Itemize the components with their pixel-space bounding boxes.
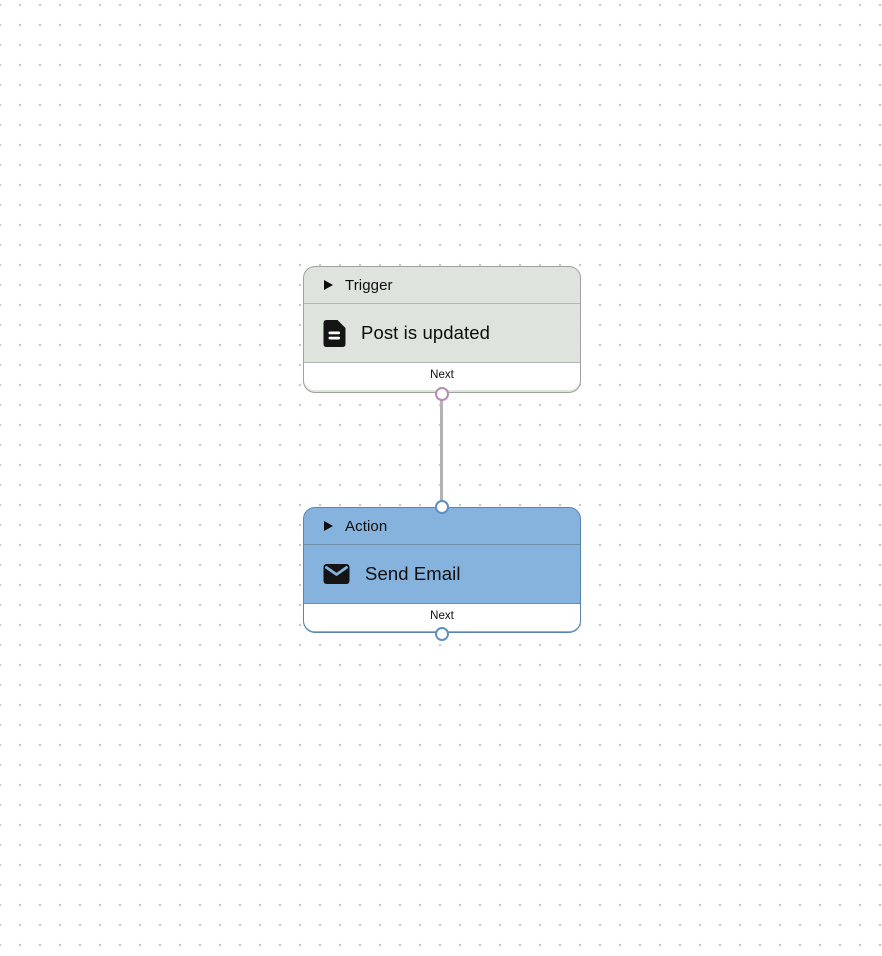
trigger-node-header[interactable]: Trigger [304, 267, 580, 304]
document-icon [323, 319, 346, 347]
next-label: Next [430, 610, 454, 622]
action-output-port[interactable] [435, 626, 449, 641]
node-type-label: Trigger [345, 276, 393, 294]
connection-edge[interactable] [440, 392, 443, 508]
collapse-triangle-icon[interactable] [324, 521, 333, 531]
node-type-label: Action [345, 517, 388, 535]
email-icon [323, 564, 350, 584]
next-label: Next [430, 369, 454, 381]
trigger-node-footer: Next [304, 363, 580, 390]
trigger-node-body[interactable]: Post is updated [304, 304, 580, 363]
node-title: Send Email [365, 563, 461, 584]
collapse-triangle-icon[interactable] [324, 280, 333, 290]
action-node-body[interactable]: Send Email [304, 545, 580, 604]
action-input-port[interactable] [435, 499, 449, 514]
action-node[interactable]: Action Send Email Next [303, 499, 581, 641]
trigger-output-port[interactable] [435, 386, 449, 401]
trigger-node[interactable]: Trigger Post is updated Next [303, 266, 581, 401]
node-title: Post is updated [361, 322, 491, 343]
action-node-header[interactable]: Action [304, 508, 580, 545]
